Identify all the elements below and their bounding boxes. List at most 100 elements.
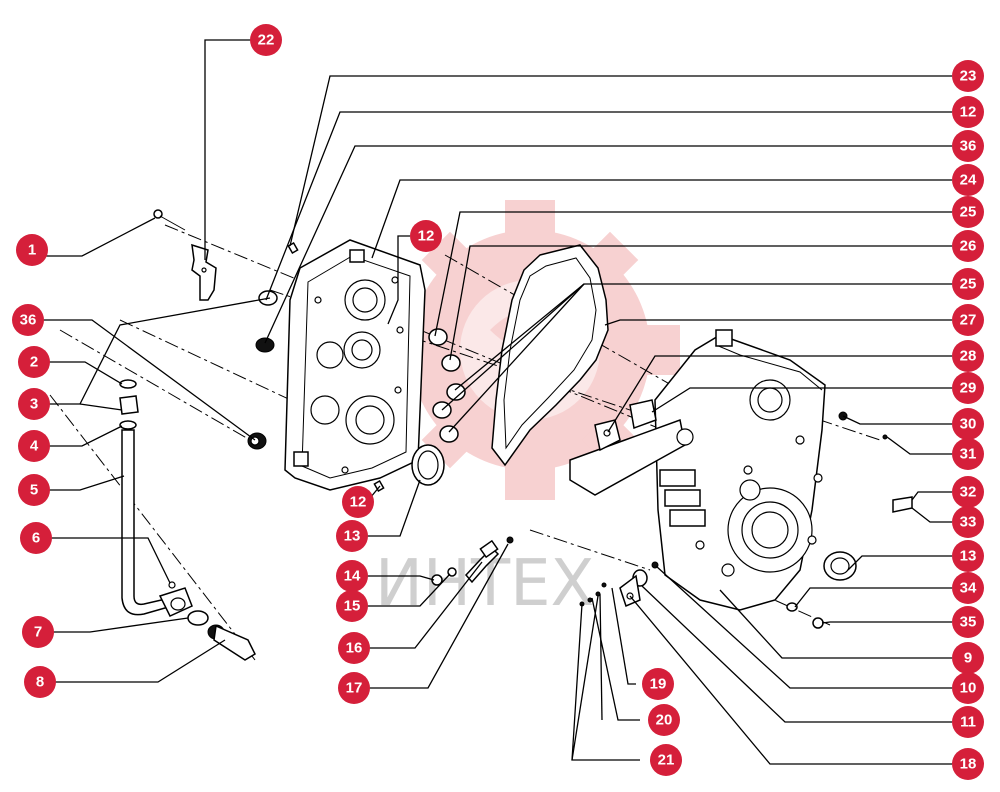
bracket-part bbox=[191, 243, 217, 301]
callout-badge-25-bottom: 25 bbox=[952, 268, 984, 300]
callout-badge-26: 26 bbox=[952, 230, 984, 262]
plate-part bbox=[892, 496, 913, 513]
support-bracket-part bbox=[569, 399, 694, 496]
callout-badge-32: 32 bbox=[952, 476, 984, 508]
callout-badge-12-bottom: 12 bbox=[342, 486, 374, 518]
svg-text:33: 33 bbox=[960, 514, 977, 531]
bushing-part bbox=[247, 290, 278, 450]
svg-text:12: 12 bbox=[418, 228, 435, 245]
parts bbox=[119, 209, 913, 661]
svg-text:28: 28 bbox=[960, 348, 977, 365]
svg-text:34: 34 bbox=[960, 580, 977, 597]
svg-text:3: 3 bbox=[30, 396, 38, 413]
svg-text:7: 7 bbox=[34, 624, 42, 641]
svg-text:11: 11 bbox=[960, 714, 976, 731]
filter-part bbox=[207, 624, 256, 661]
callout-badge-13-middle: 13 bbox=[336, 520, 368, 552]
callout-badge-22: 22 bbox=[250, 24, 282, 56]
bushing-set-part bbox=[428, 328, 466, 443]
svg-text:23: 23 bbox=[960, 68, 977, 85]
callout-badge-23: 23 bbox=[952, 60, 984, 92]
callout-badge-12-middle: 12 bbox=[410, 220, 442, 252]
callouts: 22 1 36 2 3 4 5 6 7 8 12 12 13 14 15 16 … bbox=[12, 24, 984, 780]
callout-badge-20: 20 bbox=[648, 704, 680, 736]
callout-badge-15: 15 bbox=[336, 590, 368, 622]
seal-ring-right-part bbox=[823, 551, 857, 581]
svg-text:30: 30 bbox=[960, 416, 977, 433]
callout-badge-8: 8 bbox=[24, 666, 56, 698]
callout-badge-35: 35 bbox=[952, 606, 984, 638]
svg-text:14: 14 bbox=[344, 568, 361, 585]
svg-text:25: 25 bbox=[960, 204, 977, 221]
callout-badge-34: 34 bbox=[952, 572, 984, 604]
callout-badge-16: 16 bbox=[338, 632, 370, 664]
svg-text:17: 17 bbox=[346, 680, 363, 697]
svg-text:12: 12 bbox=[960, 104, 977, 121]
callout-badge-1: 1 bbox=[16, 234, 48, 266]
svg-text:36: 36 bbox=[20, 312, 37, 329]
leader-lines bbox=[32, 39, 952, 765]
callout-badge-18: 18 bbox=[952, 748, 984, 780]
svg-text:26: 26 bbox=[960, 238, 977, 255]
svg-text:21: 21 bbox=[658, 752, 675, 769]
dowel-part bbox=[373, 480, 385, 492]
svg-text:36: 36 bbox=[960, 138, 977, 155]
flange-gasket-part bbox=[187, 610, 209, 626]
washer-part bbox=[882, 434, 888, 440]
o-ring-part bbox=[786, 602, 798, 612]
callout-badge-27: 27 bbox=[952, 304, 984, 336]
callout-badge-24: 24 bbox=[952, 164, 984, 196]
svg-text:8: 8 bbox=[36, 674, 44, 691]
svg-text:22: 22 bbox=[258, 32, 275, 49]
svg-text:6: 6 bbox=[32, 530, 40, 547]
callout-badge-21: 21 bbox=[650, 744, 682, 776]
svg-text:35: 35 bbox=[960, 614, 977, 631]
svg-text:10: 10 bbox=[960, 680, 977, 697]
svg-text:24: 24 bbox=[960, 172, 977, 189]
svg-text:32: 32 bbox=[960, 484, 977, 501]
callout-badge-28: 28 bbox=[952, 340, 984, 372]
right-housing bbox=[654, 329, 826, 611]
callout-badge-2: 2 bbox=[18, 346, 50, 378]
callout-badge-19: 19 bbox=[642, 668, 674, 700]
svg-text:18: 18 bbox=[960, 756, 977, 773]
callout-badge-30: 30 bbox=[952, 408, 984, 440]
svg-text:5: 5 bbox=[30, 482, 38, 499]
svg-text:16: 16 bbox=[346, 640, 363, 657]
svg-text:2: 2 bbox=[30, 354, 38, 371]
bolt-part bbox=[153, 209, 186, 231]
svg-text:31: 31 bbox=[960, 446, 977, 463]
callout-badge-29: 29 bbox=[952, 372, 984, 404]
svg-text:20: 20 bbox=[656, 712, 673, 729]
left-housing-cover bbox=[284, 239, 426, 491]
svg-text:27: 27 bbox=[960, 312, 977, 329]
svg-text:19: 19 bbox=[650, 676, 667, 693]
callout-badge-36-right: 36 bbox=[952, 130, 984, 162]
callout-badge-14: 14 bbox=[336, 560, 368, 592]
callout-badge-3: 3 bbox=[18, 388, 50, 420]
plug-part bbox=[812, 617, 824, 629]
svg-text:13: 13 bbox=[344, 528, 361, 545]
callout-badge-5: 5 bbox=[18, 474, 50, 506]
svg-text:12: 12 bbox=[350, 494, 367, 511]
callout-badge-31: 31 bbox=[952, 438, 984, 470]
callout-badge-12-right: 12 bbox=[952, 96, 984, 128]
callout-badge-7: 7 bbox=[22, 616, 54, 648]
svg-text:1: 1 bbox=[28, 242, 36, 259]
svg-text:4: 4 bbox=[30, 438, 39, 455]
callout-badge-17: 17 bbox=[338, 672, 370, 704]
svg-text:25: 25 bbox=[960, 276, 977, 293]
callout-badge-33: 33 bbox=[952, 506, 984, 538]
callout-badge-13-right: 13 bbox=[952, 540, 984, 572]
callout-badge-4: 4 bbox=[18, 430, 50, 462]
svg-text:29: 29 bbox=[960, 380, 977, 397]
svg-text:9: 9 bbox=[964, 650, 972, 667]
callout-badge-9: 9 bbox=[952, 642, 984, 674]
svg-text:13: 13 bbox=[960, 548, 977, 565]
callout-badge-36-left: 36 bbox=[12, 304, 44, 336]
callout-badge-25-top: 25 bbox=[952, 196, 984, 228]
callout-badge-11: 11 bbox=[952, 706, 984, 738]
oil-tube-part bbox=[119, 379, 193, 617]
svg-text:15: 15 bbox=[344, 598, 361, 615]
